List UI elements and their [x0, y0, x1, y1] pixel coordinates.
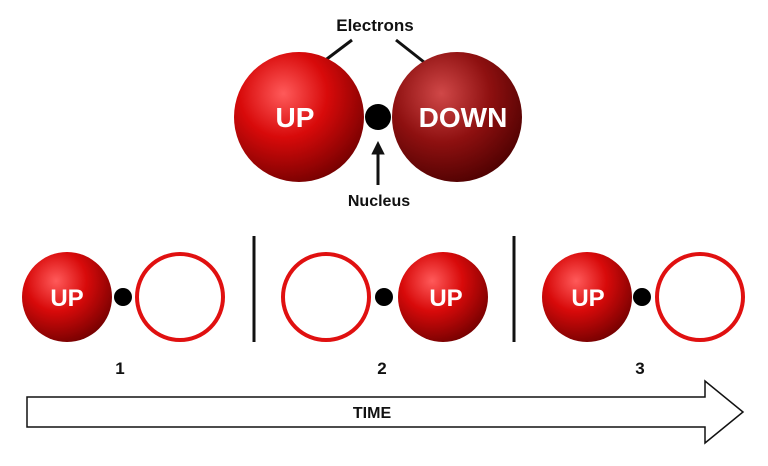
electron-down-sphere [392, 52, 522, 182]
nucleus-label: Nucleus [348, 193, 410, 210]
electron-sphere [398, 252, 488, 342]
electron-sphere [22, 252, 112, 342]
electron-sphere [542, 252, 632, 342]
electron-up-label: UP [276, 102, 315, 133]
nucleus-dot [375, 288, 393, 306]
electrons-label: Electrons [336, 16, 413, 35]
time-arrow [26, 379, 745, 445]
electron-label: UP [50, 285, 83, 312]
nucleus-dot [114, 288, 132, 306]
electron-down-label: DOWN [419, 102, 508, 133]
empty-orbital [655, 252, 745, 342]
empty-orbital [281, 252, 371, 342]
step-number: 1 [115, 359, 124, 378]
step-2: UP 2 [281, 252, 488, 378]
time-label: TIME [353, 405, 392, 422]
empty-orbital [135, 252, 225, 342]
electron-up-sphere [234, 52, 364, 182]
step-number: 2 [377, 359, 386, 378]
electron-label: UP [429, 285, 462, 312]
step-1: UP 1 [22, 252, 225, 378]
step-3: UP 3 [542, 252, 745, 378]
step-number: 3 [635, 359, 644, 378]
nucleus-dot [633, 288, 651, 306]
nucleus-dot [365, 104, 391, 130]
electron-label: UP [571, 285, 604, 312]
